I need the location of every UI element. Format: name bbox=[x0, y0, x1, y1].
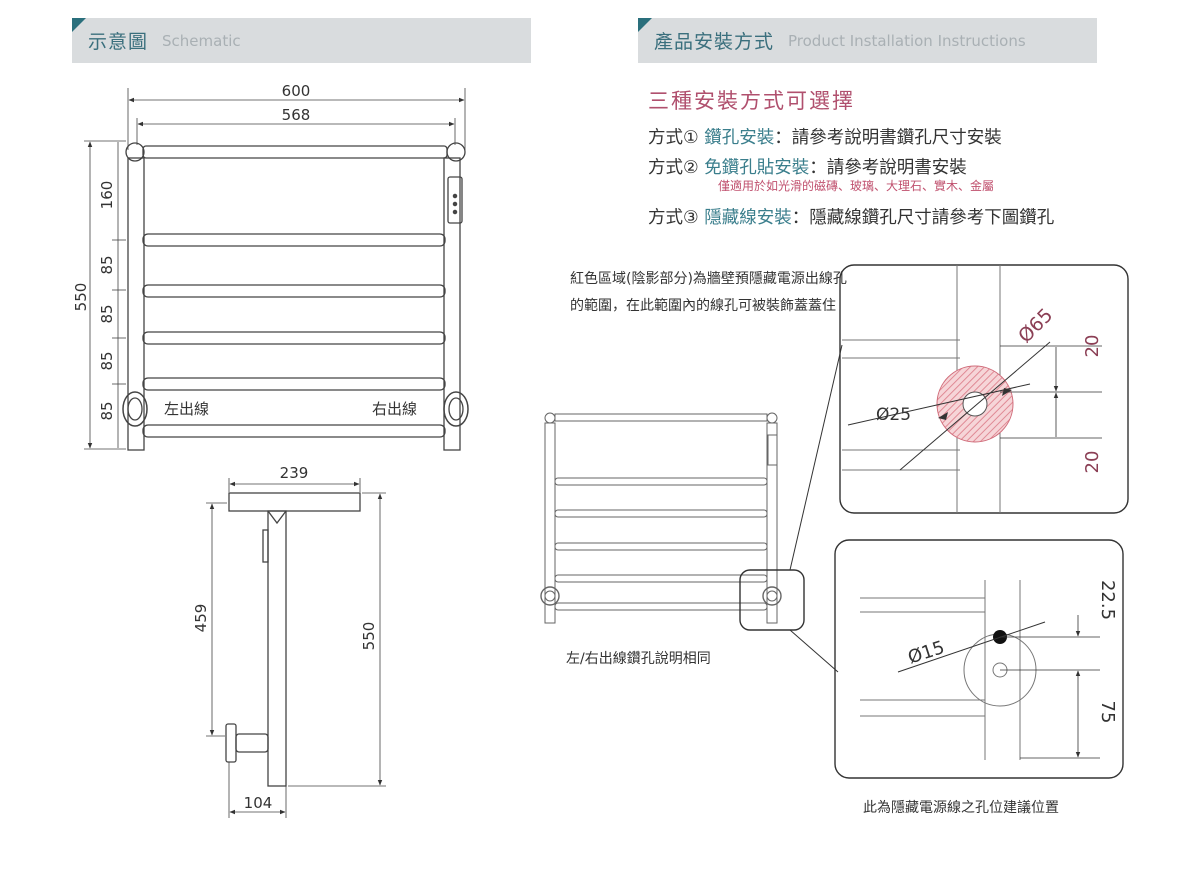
position-note: 此為隱藏電源線之孔位建議位置 bbox=[863, 800, 1059, 816]
front-view-labels: 600 568 550 160 85 85 85 85 左出線 右出線 bbox=[72, 82, 417, 421]
hatch-note-line1: 紅色區域(陰影部分)為牆壁預隱藏電源出線孔 bbox=[570, 271, 847, 287]
dim-239: 239 bbox=[280, 464, 309, 482]
method-1-name: 鑽孔安裝 bbox=[704, 128, 775, 148]
method-1: 方式① 鑽孔安裝：請參考說明書鑽孔尺寸安裝 bbox=[648, 123, 1054, 153]
dim-160: 160 bbox=[98, 181, 116, 210]
method-3-prefix: 方式③ bbox=[648, 208, 699, 228]
schematic-header: 示意圖 Schematic bbox=[72, 18, 531, 63]
dim-85-a: 85 bbox=[98, 255, 116, 274]
detail2-75: 75 bbox=[1097, 701, 1118, 724]
right-outlet-label: 右出線 bbox=[372, 400, 417, 418]
schematic-subtitle: Schematic bbox=[162, 31, 241, 50]
detail1-up20: 20 bbox=[1082, 335, 1103, 358]
method-2-prefix: 方式② bbox=[648, 158, 699, 178]
detail1-d65: Ø65 bbox=[1014, 304, 1057, 347]
front-view bbox=[84, 88, 469, 451]
small-front-view bbox=[540, 344, 843, 673]
detail1-down20: 20 bbox=[1082, 451, 1103, 474]
method-1-prefix: 方式① bbox=[648, 128, 699, 148]
method-3-desc: ：隱藏線鑽孔尺寸請參考下圖鑽孔 bbox=[791, 208, 1055, 228]
dim-85-b: 85 bbox=[98, 304, 116, 323]
left-outlet-label: 左出線 bbox=[164, 400, 209, 418]
dim-600: 600 bbox=[282, 82, 311, 100]
detail2-22-5: 22.5 bbox=[1097, 580, 1118, 620]
detail1-d25: Ø25 bbox=[876, 405, 911, 425]
dim-568: 568 bbox=[282, 106, 311, 124]
dim-85-d: 85 bbox=[98, 401, 116, 420]
method-2-name: 免鑽孔貼安裝 bbox=[704, 158, 810, 178]
installation-title: 產品安裝方式 bbox=[654, 31, 775, 53]
method-3: 方式③ 隱藏線安裝：隱藏線鑽孔尺寸請參考下圖鑽孔 bbox=[648, 203, 1054, 233]
method-1-desc: ：請參考說明書鑽孔尺寸安裝 bbox=[774, 128, 1002, 148]
corner-accent bbox=[638, 18, 652, 32]
dim-550-front: 550 bbox=[72, 283, 90, 312]
installation-subtitle: Product Installation Instructions bbox=[788, 31, 1026, 50]
dim-104: 104 bbox=[244, 794, 273, 812]
corner-accent bbox=[72, 18, 86, 32]
same-drill-note: 左/右出線鑽孔說明相同 bbox=[566, 651, 711, 667]
dim-85-c: 85 bbox=[98, 351, 116, 370]
method-2-desc: ：請參考說明書安裝 bbox=[809, 158, 967, 178]
method-2: 方式② 免鑽孔貼安裝：請參考說明書安裝 bbox=[648, 153, 1054, 183]
detail2-d15: Ø15 bbox=[905, 637, 947, 668]
dim-550-side: 550 bbox=[360, 622, 378, 651]
hatch-note-line2: 的範圍，在此範圍內的線孔可被裝飾蓋蓋住 bbox=[570, 298, 836, 314]
installation-header: 產品安裝方式 Product Installation Instructions bbox=[638, 18, 1097, 63]
dim-459: 459 bbox=[192, 604, 210, 633]
install-methods: 三種安裝方式可選擇 方式① 鑽孔安裝：請參考說明書鑽孔尺寸安裝 方式② 免鑽孔貼… bbox=[648, 85, 1054, 233]
methods-subtitle: 三種安裝方式可選擇 bbox=[648, 89, 855, 113]
detail-65: Ø65 Ø25 20 20 bbox=[839, 264, 1129, 514]
side-view bbox=[206, 478, 386, 818]
side-view-labels: 239 459 550 104 bbox=[192, 464, 378, 812]
detail-15: Ø15 22.5 75 bbox=[834, 539, 1124, 779]
schematic-title: 示意圖 bbox=[88, 31, 149, 53]
method-3-name: 隱藏線安裝 bbox=[704, 208, 792, 228]
method-2-note: 僅適用於如光滑的磁磚、玻璃、大理石、實木、金屬 bbox=[718, 179, 995, 193]
